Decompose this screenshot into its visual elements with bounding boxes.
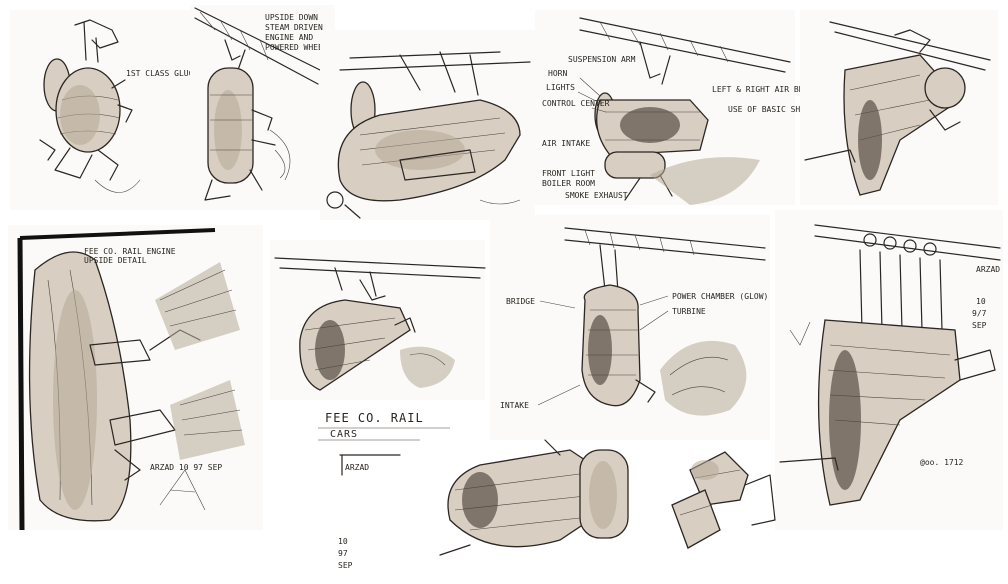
- svg-text:FEE CO. RAIL CARS: FEE CO. RAIL CARS: [325, 411, 432, 440]
- svg-text:10 97 SEP: 10 97 SEP: [338, 537, 353, 570]
- rail-engine-detail-sketch: FEE CO. RAIL ENGINE UPSIDE DETAIL ARZAD …: [8, 225, 263, 531]
- rail-detail-signature: ARZAD 10 97 SEP: [150, 463, 222, 472]
- upside-down-label: UPSIDE DOWN STEAM DRIVEN ENGINE AND POWE…: [265, 13, 328, 52]
- power-chamber-sketch: BRIDGE POWER CHAMBER (GLOW) TURBINE INTA…: [490, 215, 773, 440]
- power-chamber-labels: BRIDGE POWER CHAMBER (GLOW) TURBINE INTA…: [500, 292, 773, 410]
- fee-rail-cars-label: FEE CO. RAIL CARS: [318, 411, 450, 441]
- bottom-part-sketch: [671, 451, 776, 549]
- right-tall-signature: ARZAD 10 9/7 SEP: [972, 265, 1005, 330]
- right-tall-footer: @oo. 1712: [920, 458, 964, 467]
- mid-signature: ARZAD 10 97 SEP: [338, 454, 401, 570]
- upside-down-engine-sketch: UPSIDE DOWN STEAM DRIVEN ENGINE AND POWE…: [190, 5, 335, 210]
- hanging-car-steam-sketch: [270, 240, 486, 400]
- rail-detail-label: FEE CO. RAIL ENGINE UPSIDE DETAIL: [84, 247, 180, 265]
- gluckon-quarter-sketch: 1ST CLASS GLUCKON QUARTER: [10, 10, 247, 210]
- right-tall-engine-sketch: ARZAD 10 9/7 SEP @oo. 1712: [775, 210, 1005, 530]
- train-car-sketch: [320, 30, 535, 220]
- annotated-left-labels: SUSPENSION ARM HORN LIGHTS CONTROL CENTE…: [542, 55, 640, 200]
- gluckon-label: 1ST CLASS GLUCKON QUARTER: [126, 69, 247, 78]
- bottom-car-sketch: [439, 439, 629, 556]
- svg-text:ARZAD: ARZAD: [345, 463, 369, 472]
- top-right-engine-sketch: [800, 10, 998, 205]
